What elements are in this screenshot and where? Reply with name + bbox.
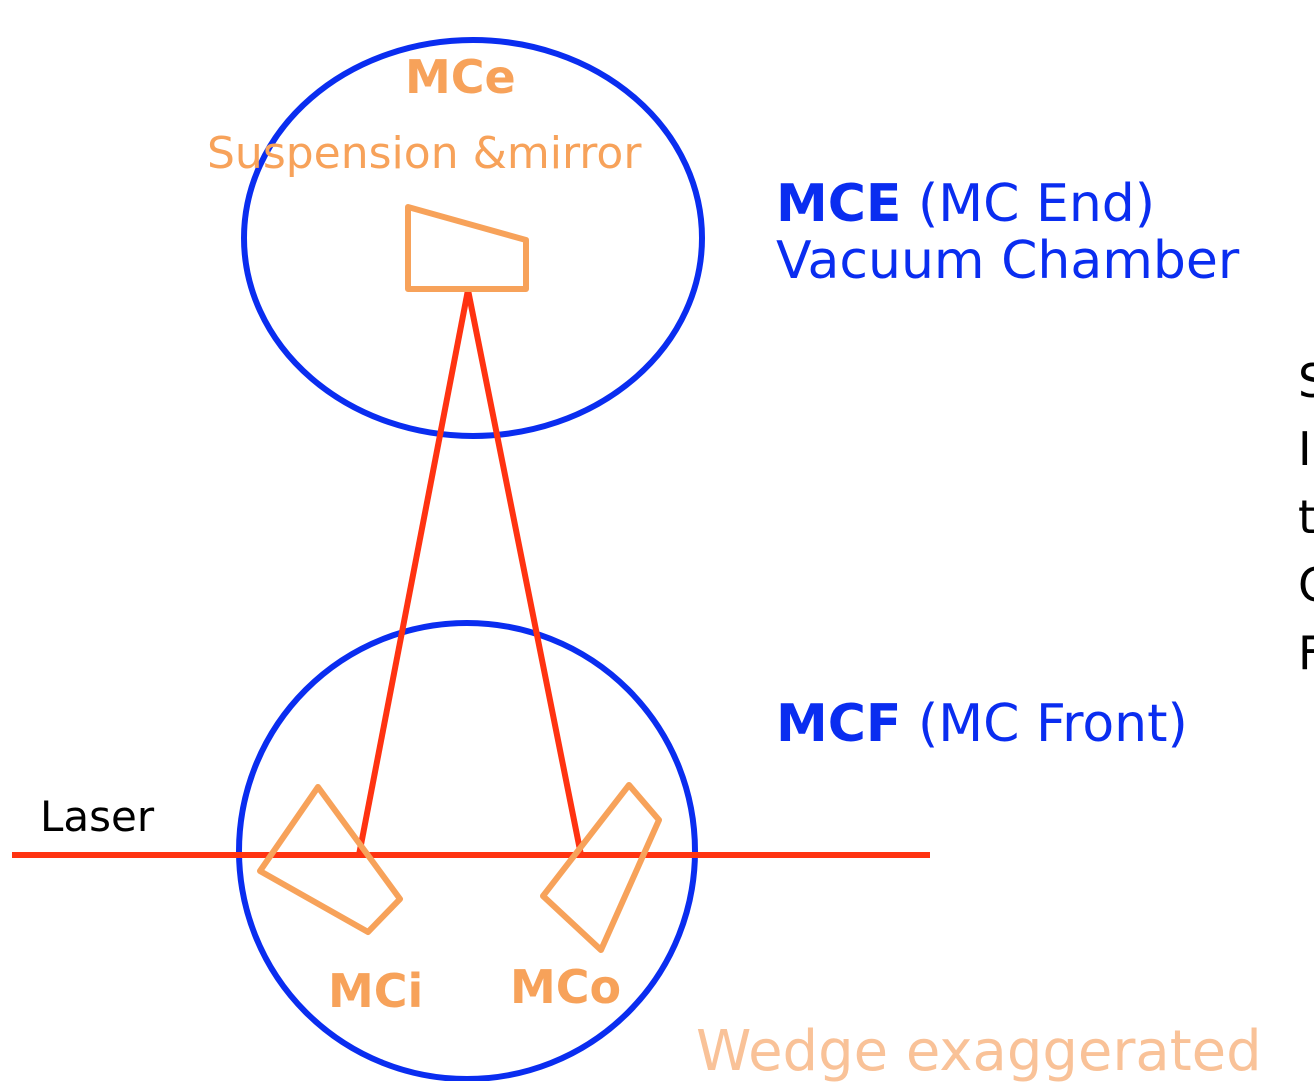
mce-chamber-title: MCE (MC End): [776, 174, 1239, 234]
side-text-line: F: [1298, 626, 1314, 680]
mce-optic-label: MCe: [405, 50, 516, 104]
mcf-vacuum-chamber: [236, 620, 698, 1081]
mcf-chamber-name: (MC Front): [917, 694, 1188, 754]
mci-label: MCi: [328, 964, 424, 1018]
mco-mirror: [540, 782, 662, 953]
mce-chamber-label: MCE (MC End) Vacuum Chamber: [776, 174, 1240, 292]
beam-mce-to-mco: [465, 289, 584, 856]
laser-label: Laser: [40, 792, 155, 841]
mci-mirror: [257, 784, 403, 935]
mcf-chamber-label: MCF (MC Front): [776, 698, 1188, 750]
mco-label: MCo: [510, 960, 622, 1014]
mce-chamber-type: Vacuum Chamber: [776, 231, 1240, 292]
wedge-note: Wedge exaggerated: [696, 1019, 1262, 1084]
mce-mirror: [405, 204, 529, 292]
side-text-fragment: S I t C F: [1298, 358, 1314, 698]
mcf-chamber-code: MCF: [776, 694, 902, 754]
side-text-line: t: [1298, 490, 1314, 544]
mce-chamber-name: (MC End): [917, 174, 1156, 234]
side-text-line: I: [1298, 422, 1312, 476]
beam-mci-to-mce: [356, 289, 471, 856]
side-text-line: S: [1298, 354, 1314, 408]
side-text-line: C: [1298, 562, 1314, 630]
mce-optic-description: Suspension &mirror: [207, 128, 642, 179]
mce-vacuum-chamber: [241, 37, 705, 439]
mce-chamber-code: MCE: [776, 174, 902, 234]
